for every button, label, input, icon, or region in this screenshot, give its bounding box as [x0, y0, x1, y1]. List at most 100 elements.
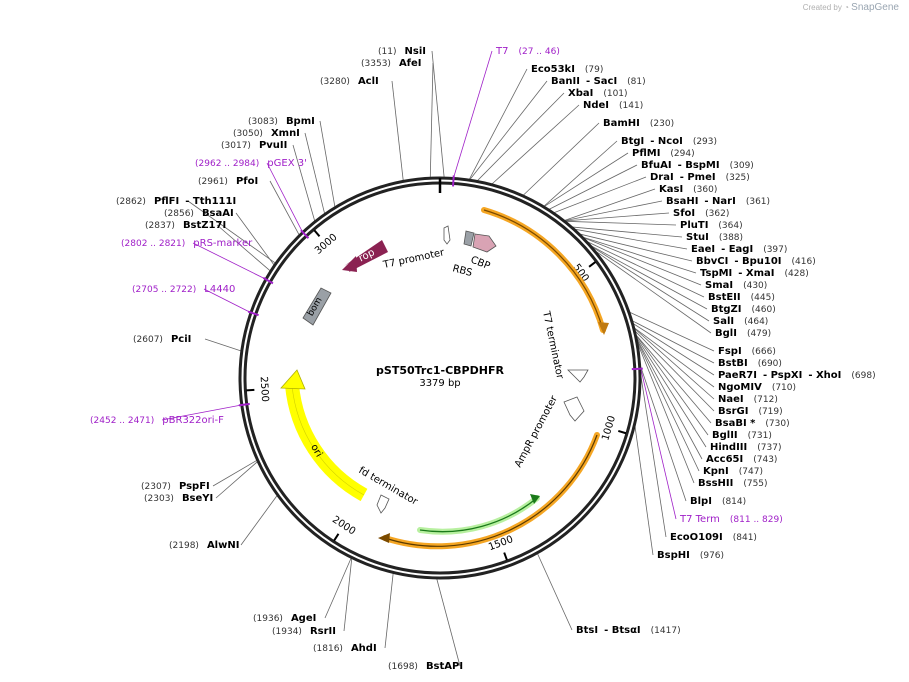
site-connector: [324, 558, 352, 619]
site-position: (712): [754, 395, 778, 405]
primer-mark: [262, 277, 274, 285]
site-connector: [565, 212, 670, 222]
site-name: NdeI: [583, 100, 609, 111]
site-connector: [469, 68, 528, 180]
site-name: BglII: [712, 430, 738, 441]
enzyme-site-label: (2607)PciI: [133, 334, 191, 345]
site-name: BstAPI: [426, 661, 463, 672]
enzyme-site-label: (1698)BstAPI: [388, 661, 463, 672]
enzyme-site-label: EcoO109I(841): [670, 532, 757, 543]
enzyme-site-label: KpnI(747): [703, 466, 763, 477]
site-connector: [384, 573, 394, 649]
site-name: BtsI: [576, 625, 598, 636]
site-connector: [596, 251, 712, 334]
t7-terminator-glyph: [567, 369, 589, 383]
tick-label: 3000: [313, 232, 340, 257]
fd-terminator-glyph: [376, 494, 390, 514]
site-name: BstBI: [718, 358, 748, 369]
site-position: (360): [693, 185, 717, 195]
site-connector: [636, 335, 709, 436]
site-name: TspMI: [700, 268, 732, 279]
site-connector: [292, 144, 316, 221]
enzyme-site-label: (2837)BstZ17I: [145, 220, 226, 231]
site-connector: [216, 224, 271, 272]
site-position: (3353): [361, 59, 391, 69]
site-position: (1816): [313, 644, 343, 654]
site-connector: [192, 242, 266, 280]
site-position: (2303): [144, 494, 174, 504]
site-position: (3050): [233, 129, 263, 139]
feature-label-rbs: RBS: [451, 263, 473, 279]
site-connector: [587, 241, 705, 298]
site-position: (309): [730, 161, 754, 171]
cbp-arrow: [472, 233, 497, 253]
site-name: - XmaI: [738, 268, 774, 279]
enzyme-site-label: PflMI(294): [632, 148, 695, 159]
site-connector: [636, 335, 712, 424]
site-name: BstEII: [708, 292, 741, 303]
site-name: SfoI: [673, 208, 695, 219]
site-name: NgoMIV: [718, 382, 762, 393]
site-connector: [635, 331, 715, 412]
primer-marks: [238, 175, 643, 407]
enzyme-site-label: TspMI- XmaI(428): [700, 268, 809, 279]
enzyme-site-label: BfuAI- BspMI(309): [641, 160, 754, 171]
site-name: - BspMI: [678, 160, 720, 171]
tick-mark: [588, 261, 597, 268]
site-connector: [637, 344, 695, 484]
site-connector: [543, 140, 618, 207]
tick-label: 2000: [330, 514, 357, 537]
tick-mark: [503, 552, 508, 561]
enzyme-site-label: (2961)PfoI: [198, 176, 258, 187]
site-connector: [564, 200, 663, 222]
site-position: (743): [753, 455, 777, 465]
site-connector: [215, 461, 258, 499]
site-position: (2198): [169, 541, 199, 551]
plasmid-name: pST50Trc1-CBPDHFR: [376, 364, 504, 377]
site-position: (2856): [164, 209, 194, 219]
enzyme-site-label: BglII(731): [712, 430, 772, 441]
enzyme-site-label: (2198)AlwNI: [169, 540, 239, 551]
enzyme-site-label: BamHI(230): [603, 118, 674, 129]
site-connector: [436, 578, 461, 667]
site-connector: [429, 62, 434, 178]
site-position: (811 .. 829): [730, 515, 783, 525]
site-connector: [637, 340, 703, 460]
snapgene-credit: Created by ◔ SnapGene: [803, 2, 899, 13]
primer-label: T7(27 .. 46): [495, 46, 560, 57]
site-position: (737): [757, 443, 781, 453]
enzyme-site-label: SmaI(430): [705, 280, 767, 291]
site-name: KasI: [659, 184, 683, 195]
site-connector: [636, 337, 707, 448]
enzyme-site-label: StuI(388): [686, 232, 743, 243]
enzyme-site-label: BlpI(814): [690, 496, 746, 507]
site-connector: [640, 376, 667, 538]
site-connector: [304, 132, 325, 214]
site-position: (841): [733, 533, 757, 543]
site-position: (976): [700, 551, 724, 561]
site-position: (666): [752, 347, 776, 357]
site-position: (2962 .. 2984): [195, 159, 259, 169]
enzyme-site-label: (2303)BseYI: [144, 493, 213, 504]
site-name: Acc65I: [706, 454, 743, 465]
tick-mark: [333, 533, 340, 542]
site-name: pRS-marker: [193, 238, 253, 249]
site-position: (814): [722, 497, 746, 507]
site-position: (2452 .. 2471): [90, 416, 154, 426]
site-name: AclI: [358, 76, 379, 87]
enzyme-site-label: BstEII(445): [708, 292, 775, 303]
ampr-promoter-arrow: [563, 396, 585, 422]
site-position: (698): [851, 371, 875, 381]
site-name: EaeI: [691, 244, 715, 255]
site-name: SmaI: [705, 280, 733, 291]
site-connector: [453, 50, 493, 178]
ori-feature: ori: [280, 369, 368, 502]
site-name: AgeI: [291, 613, 316, 624]
site-position: (2961): [198, 177, 228, 187]
enzyme-site-label: NaeI(712): [718, 394, 778, 405]
primer-label: (2705 .. 2722)L4440: [132, 284, 235, 295]
site-name: PspFI: [179, 481, 210, 492]
site-position: (364): [718, 221, 742, 231]
site-name: XmnI: [271, 128, 300, 139]
enzyme-site-label: PluTI(364): [680, 220, 743, 231]
